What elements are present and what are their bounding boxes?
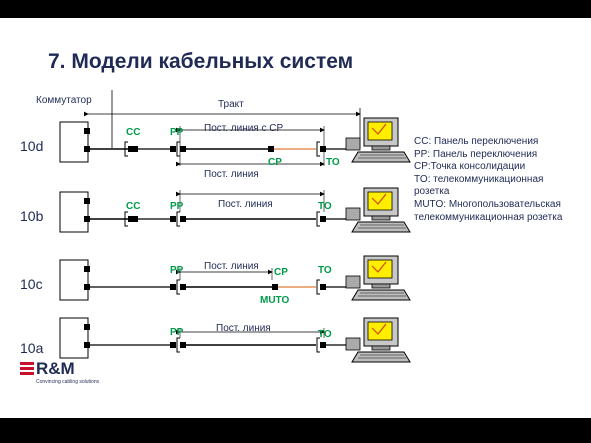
row-label-10a: 10a xyxy=(20,340,44,356)
to-label: TO xyxy=(318,265,332,276)
brand-logo-icon xyxy=(20,362,34,375)
legend-item: CC: Панель переключения xyxy=(414,136,539,147)
pp-label: PP xyxy=(170,201,184,212)
legend-item: CP:Точка консолидации xyxy=(414,161,526,173)
legend-item: MUTO: Многопользовательская xyxy=(414,198,561,210)
to-label: TO xyxy=(318,329,332,340)
row-label-10b: 10b xyxy=(20,208,44,224)
channel-label: Тракт xyxy=(218,99,244,110)
perm-link-label: Пост. линия xyxy=(218,199,273,210)
brand-name: R&M xyxy=(36,359,75,378)
row-label-10c: 10c xyxy=(20,276,43,292)
cc-label: CC xyxy=(126,127,141,138)
legend: CC: Панель переключения PP: Панель перек… xyxy=(414,136,562,224)
switch-label: Коммутатор xyxy=(36,95,92,106)
to-label: TO xyxy=(318,201,332,212)
to-label: TO xyxy=(326,157,340,168)
cabling-diagram xyxy=(20,90,411,375)
perm-link-label: Пост. линия xyxy=(204,169,259,180)
cp-label: CP xyxy=(268,157,282,168)
legend-item: телекоммуникационная розетка xyxy=(414,211,563,223)
pp-label: PP xyxy=(170,327,184,338)
perm-link-cp-label: Пост. линия с CP xyxy=(204,123,284,134)
cc-label: CC xyxy=(126,201,141,212)
slide-title: 7. Модели кабельных систем xyxy=(48,50,354,73)
brand-tagline: Convincing cabling solutions xyxy=(36,379,100,385)
pp-label: PP xyxy=(170,127,184,138)
cp-label: CP xyxy=(274,267,288,278)
slide: 7. Модели кабельных систем xyxy=(0,18,591,418)
brand: R&M Convincing cabling solutions xyxy=(36,360,99,385)
perm-link-label: Пост. линия xyxy=(204,261,259,272)
pp-label: PP xyxy=(170,265,184,276)
legend-item: розетка xyxy=(414,186,450,198)
legend-item: TO: телекоммуникационная xyxy=(414,173,544,185)
perm-link-label: Пост. линия xyxy=(216,323,271,334)
muto-label: MUTO xyxy=(260,295,290,306)
row-label-10d: 10d xyxy=(20,138,44,154)
legend-item: PP: Панель переключения xyxy=(414,148,538,160)
